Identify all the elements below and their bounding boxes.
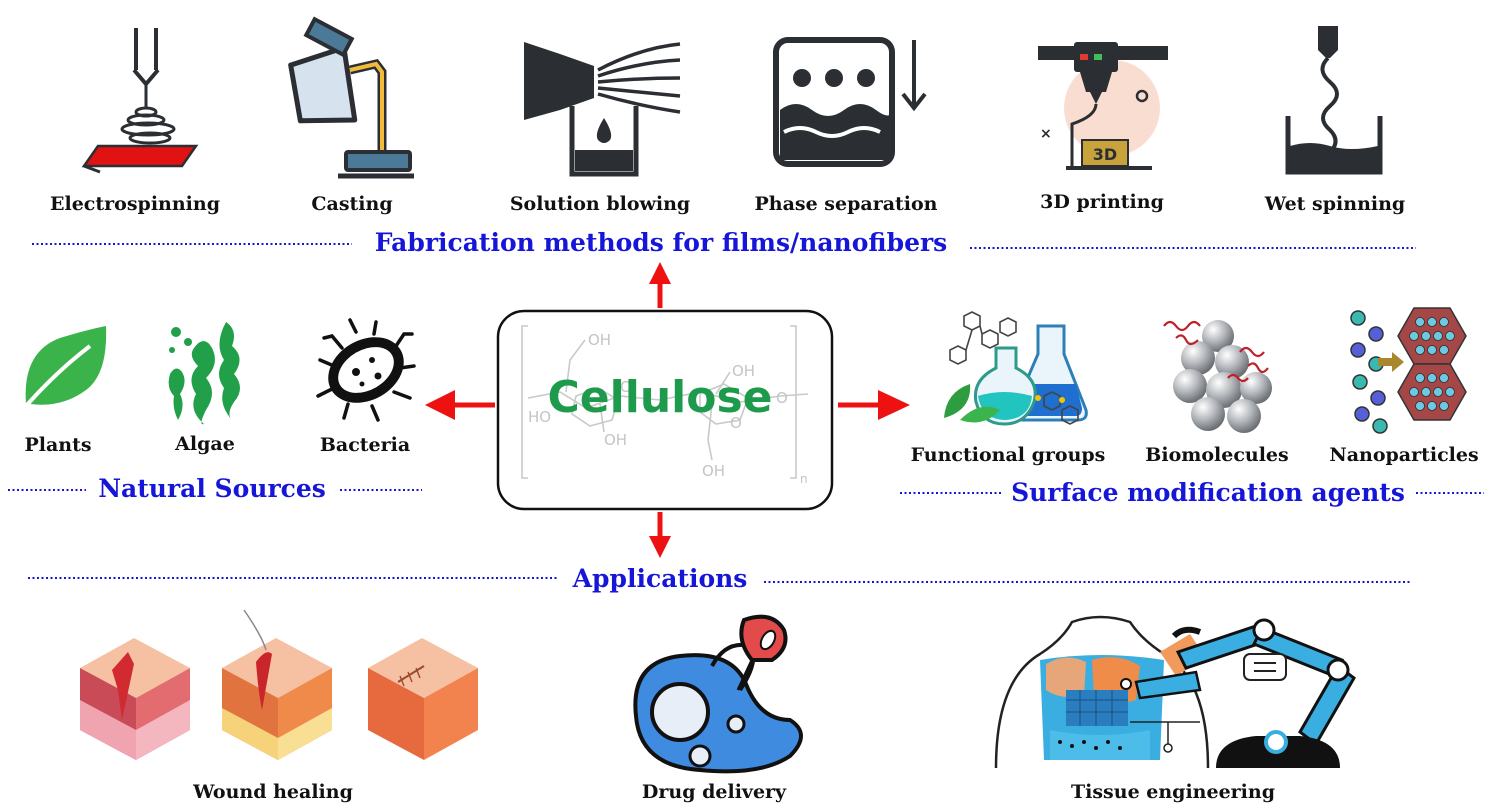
skin-block-2 xyxy=(222,609,332,760)
arrows xyxy=(425,262,910,558)
label-wet-spinning: Wet spinning xyxy=(1264,193,1406,215)
sources-header: Natural Sources xyxy=(98,474,326,503)
leaf-icon xyxy=(24,326,107,408)
label-algae: Algae xyxy=(175,433,235,455)
label-bacteria: Bacteria xyxy=(319,434,411,456)
svg-text:OH: OH xyxy=(604,431,627,449)
algae-icon xyxy=(168,322,240,425)
svg-text:O: O xyxy=(620,378,632,396)
modification-header: Surface modification agents xyxy=(1011,478,1405,507)
label-plants: Plants xyxy=(24,434,92,456)
label-solution-blowing: Solution blowing xyxy=(509,193,691,215)
svg-text:OH: OH xyxy=(702,462,725,480)
svg-text:3D: 3D xyxy=(1093,145,1117,164)
label-tissue-engineering: Tissue engineering xyxy=(1071,781,1275,803)
nanoparticles-icon xyxy=(1350,307,1467,434)
label-functional-groups: Functional groups xyxy=(910,444,1106,466)
label-biomolecules: Biomolecules xyxy=(1145,444,1289,466)
fabrication-header: Fabrication methods for films/nanofibers xyxy=(374,228,948,257)
cellulose-box xyxy=(496,309,834,511)
structure-atom-labels: OH OH HO OH OH O O O n xyxy=(528,331,808,486)
biomolecule-spheres-icon xyxy=(1163,320,1272,433)
svg-text:O: O xyxy=(776,389,788,407)
svg-text:HO: HO xyxy=(528,408,551,426)
casting-icon xyxy=(288,16,414,179)
skin-wound-icon xyxy=(80,609,478,760)
label-wound-healing: Wound healing xyxy=(193,781,353,803)
cellulose-structure xyxy=(521,325,809,479)
label-drug-delivery: Drug delivery xyxy=(641,781,787,803)
3d-printer-icon: 3D × xyxy=(1038,42,1168,170)
svg-text:O: O xyxy=(730,414,742,432)
phase-separation-icon xyxy=(773,37,927,167)
cellulose-title: Cellulose xyxy=(547,372,773,423)
label-3d-printing: 3D printing xyxy=(1040,191,1164,213)
robotic-arm-body-icon xyxy=(994,615,1356,769)
arrow-left xyxy=(425,390,495,420)
bacteria-icon xyxy=(316,318,416,422)
skin-block-1 xyxy=(80,638,190,760)
electrospinning-icon xyxy=(81,28,199,174)
wet-spinning-icon xyxy=(1285,26,1383,175)
svg-text:OH: OH xyxy=(732,362,755,380)
svg-text:OH: OH xyxy=(588,331,611,349)
arrow-right xyxy=(838,390,910,420)
arrow-down xyxy=(649,512,671,558)
solution-blowing-icon xyxy=(524,42,681,177)
drug-cell-icon xyxy=(633,614,803,774)
label-casting: Casting xyxy=(311,193,393,215)
arrow-up xyxy=(649,262,671,308)
label-nanoparticles: Nanoparticles xyxy=(1329,444,1479,466)
flask-molecule-icon xyxy=(944,311,1088,426)
label-phase-separation: Phase separation xyxy=(754,193,938,215)
label-electrospinning: Electrospinning xyxy=(50,193,220,215)
svg-text:×: × xyxy=(1040,126,1052,142)
applications-header: Applications xyxy=(572,564,748,593)
divider-lines xyxy=(8,243,1484,583)
skin-block-3 xyxy=(368,638,478,760)
svg-text:n: n xyxy=(800,472,808,486)
